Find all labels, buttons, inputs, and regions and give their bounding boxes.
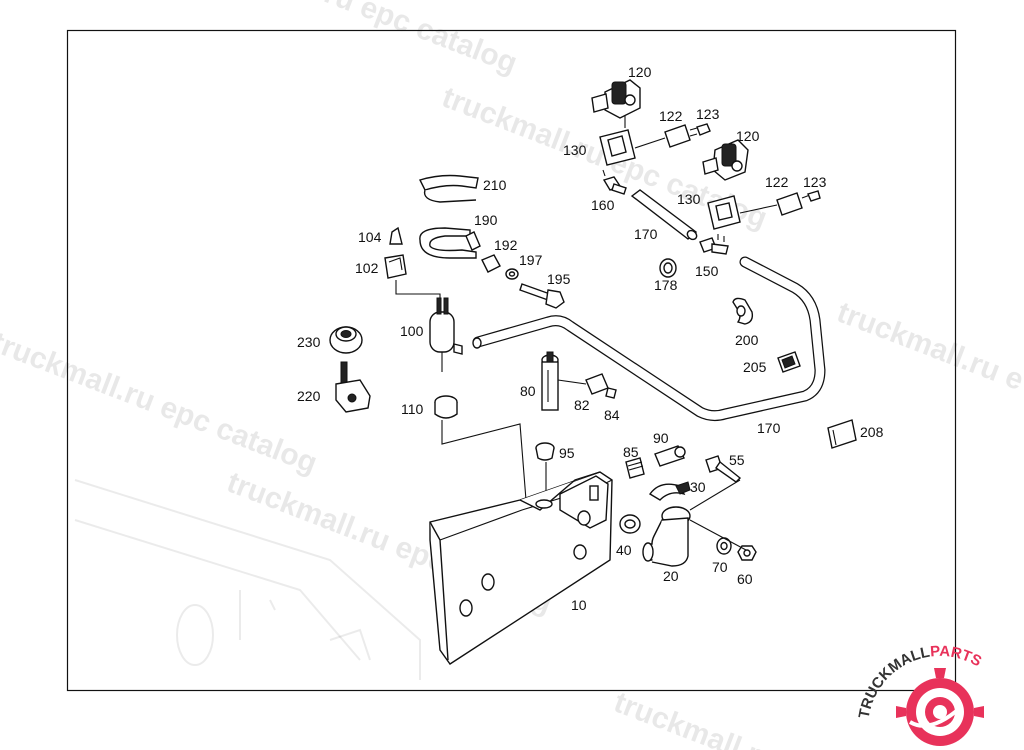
- part-label-55: 55: [729, 452, 745, 468]
- bracket-130-upper[interactable]: [599, 129, 666, 166]
- washer-pump-100[interactable]: [429, 297, 463, 372]
- filler-neck-80[interactable]: [541, 351, 559, 411]
- part-label-200: 200: [735, 332, 759, 348]
- part-label-110: 110: [401, 401, 424, 417]
- part-label-40: 40: [616, 542, 632, 558]
- clip-84[interactable]: [605, 387, 617, 399]
- leader-line: [689, 519, 747, 551]
- part-label-230: 230: [297, 334, 321, 350]
- elbow-20[interactable]: [642, 506, 691, 567]
- part-label-130: 130: [563, 142, 587, 158]
- part-label-123: 123: [803, 174, 827, 190]
- part-label-80: 80: [520, 383, 536, 399]
- reservoir-tank-10[interactable]: [429, 471, 613, 665]
- diagram-frame: [66, 29, 957, 692]
- valve-120-upper[interactable]: [591, 79, 641, 128]
- level-sender-220[interactable]: [335, 361, 371, 413]
- part-label-60: 60: [737, 571, 753, 587]
- part-label-220: 220: [297, 388, 321, 404]
- part-label-123: 123: [696, 106, 720, 122]
- part-label-122: 122: [765, 174, 789, 190]
- part-label-130: 130: [677, 191, 701, 207]
- leader-line: [441, 420, 527, 501]
- part-label-100: 100: [400, 323, 424, 339]
- label-plate-208[interactable]: [827, 419, 857, 449]
- strap-210[interactable]: [419, 174, 479, 203]
- clip-200[interactable]: [732, 297, 754, 325]
- part-label-95: 95: [559, 445, 575, 461]
- part-label-178: 178: [654, 277, 678, 293]
- part-label-70: 70: [712, 559, 728, 575]
- watermark-text: truckmall.ru: [609, 686, 781, 750]
- part-label-120: 120: [736, 128, 760, 144]
- nut-60[interactable]: [737, 545, 757, 561]
- part-label-122: 122: [659, 108, 683, 124]
- seal-95[interactable]: [535, 442, 555, 461]
- part-label-170: 170: [634, 226, 658, 242]
- clip-123-lower[interactable]: [807, 190, 821, 202]
- logo-text-accent: PARTS: [930, 643, 985, 670]
- part-label-192: 192: [494, 237, 518, 253]
- leader-line: [689, 479, 741, 511]
- plug-102[interactable]: [384, 254, 407, 279]
- part-number-labels: 120 122 123 130 120 122 123 130 160 170 …: [297, 64, 884, 613]
- cap-230[interactable]: [329, 326, 363, 354]
- washer-40[interactable]: [619, 514, 641, 534]
- bolt-55[interactable]: [705, 455, 742, 483]
- grommet-110[interactable]: [434, 395, 458, 419]
- background-vehicle-outline: [74, 479, 421, 680]
- watermark-text: truckmall.ru epc catalog: [187, 0, 521, 80]
- connector-150[interactable]: [699, 234, 729, 255]
- part-label-208: 208: [860, 424, 884, 440]
- sleeve-192[interactable]: [481, 254, 501, 273]
- gear-swirl-icon: [896, 668, 984, 746]
- truckmall-parts-logo: TRUCKMALLPARTS: [856, 643, 985, 746]
- watermark-text: truckmall.ru e: [832, 296, 1024, 397]
- clamp-band-190[interactable]: [419, 227, 481, 259]
- bolt-195[interactable]: [519, 283, 565, 309]
- nozzle-90[interactable]: [654, 445, 686, 467]
- fitting-82[interactable]: [585, 373, 609, 395]
- hose-170-long[interactable]: [472, 256, 826, 422]
- part-label-10: 10: [571, 597, 587, 613]
- leader-line: [395, 280, 441, 300]
- part-label-20: 20: [663, 568, 679, 584]
- part-label-210: 210: [483, 177, 507, 193]
- part-label-84: 84: [604, 407, 620, 423]
- part-label-85: 85: [623, 444, 639, 460]
- part-label-90: 90: [653, 430, 669, 446]
- clamp-205[interactable]: [777, 351, 801, 373]
- part-label-205: 205: [743, 359, 767, 375]
- part-label-170: 170: [757, 420, 781, 436]
- connector-122-lower[interactable]: [776, 192, 811, 216]
- connector-160[interactable]: [602, 169, 627, 195]
- watermark-text: truckmall.ru epc catalog: [0, 326, 322, 480]
- part-label-82: 82: [574, 397, 590, 413]
- washer-197[interactable]: [505, 268, 519, 280]
- part-label-190: 190: [474, 212, 498, 228]
- spring-85[interactable]: [625, 457, 645, 479]
- part-label-195: 195: [547, 271, 571, 287]
- valve-120-lower[interactable]: [702, 139, 749, 181]
- leader-line: [557, 379, 587, 385]
- part-label-102: 102: [355, 260, 379, 276]
- part-label-150: 150: [695, 263, 719, 279]
- connector-122-upper[interactable]: [664, 124, 698, 148]
- bracket-130-lower[interactable]: [707, 195, 778, 230]
- part-label-197: 197: [519, 252, 543, 268]
- hose-170-short[interactable]: [630, 189, 698, 241]
- clip-123-upper[interactable]: [696, 123, 711, 136]
- grommet-178[interactable]: [659, 258, 677, 278]
- part-label-160: 160: [591, 197, 615, 213]
- part-label-104: 104: [358, 229, 382, 245]
- part-label-30: 30: [690, 479, 706, 495]
- clamp-30[interactable]: [648, 481, 691, 501]
- part-label-120: 120: [628, 64, 652, 80]
- cap-104[interactable]: [389, 226, 403, 245]
